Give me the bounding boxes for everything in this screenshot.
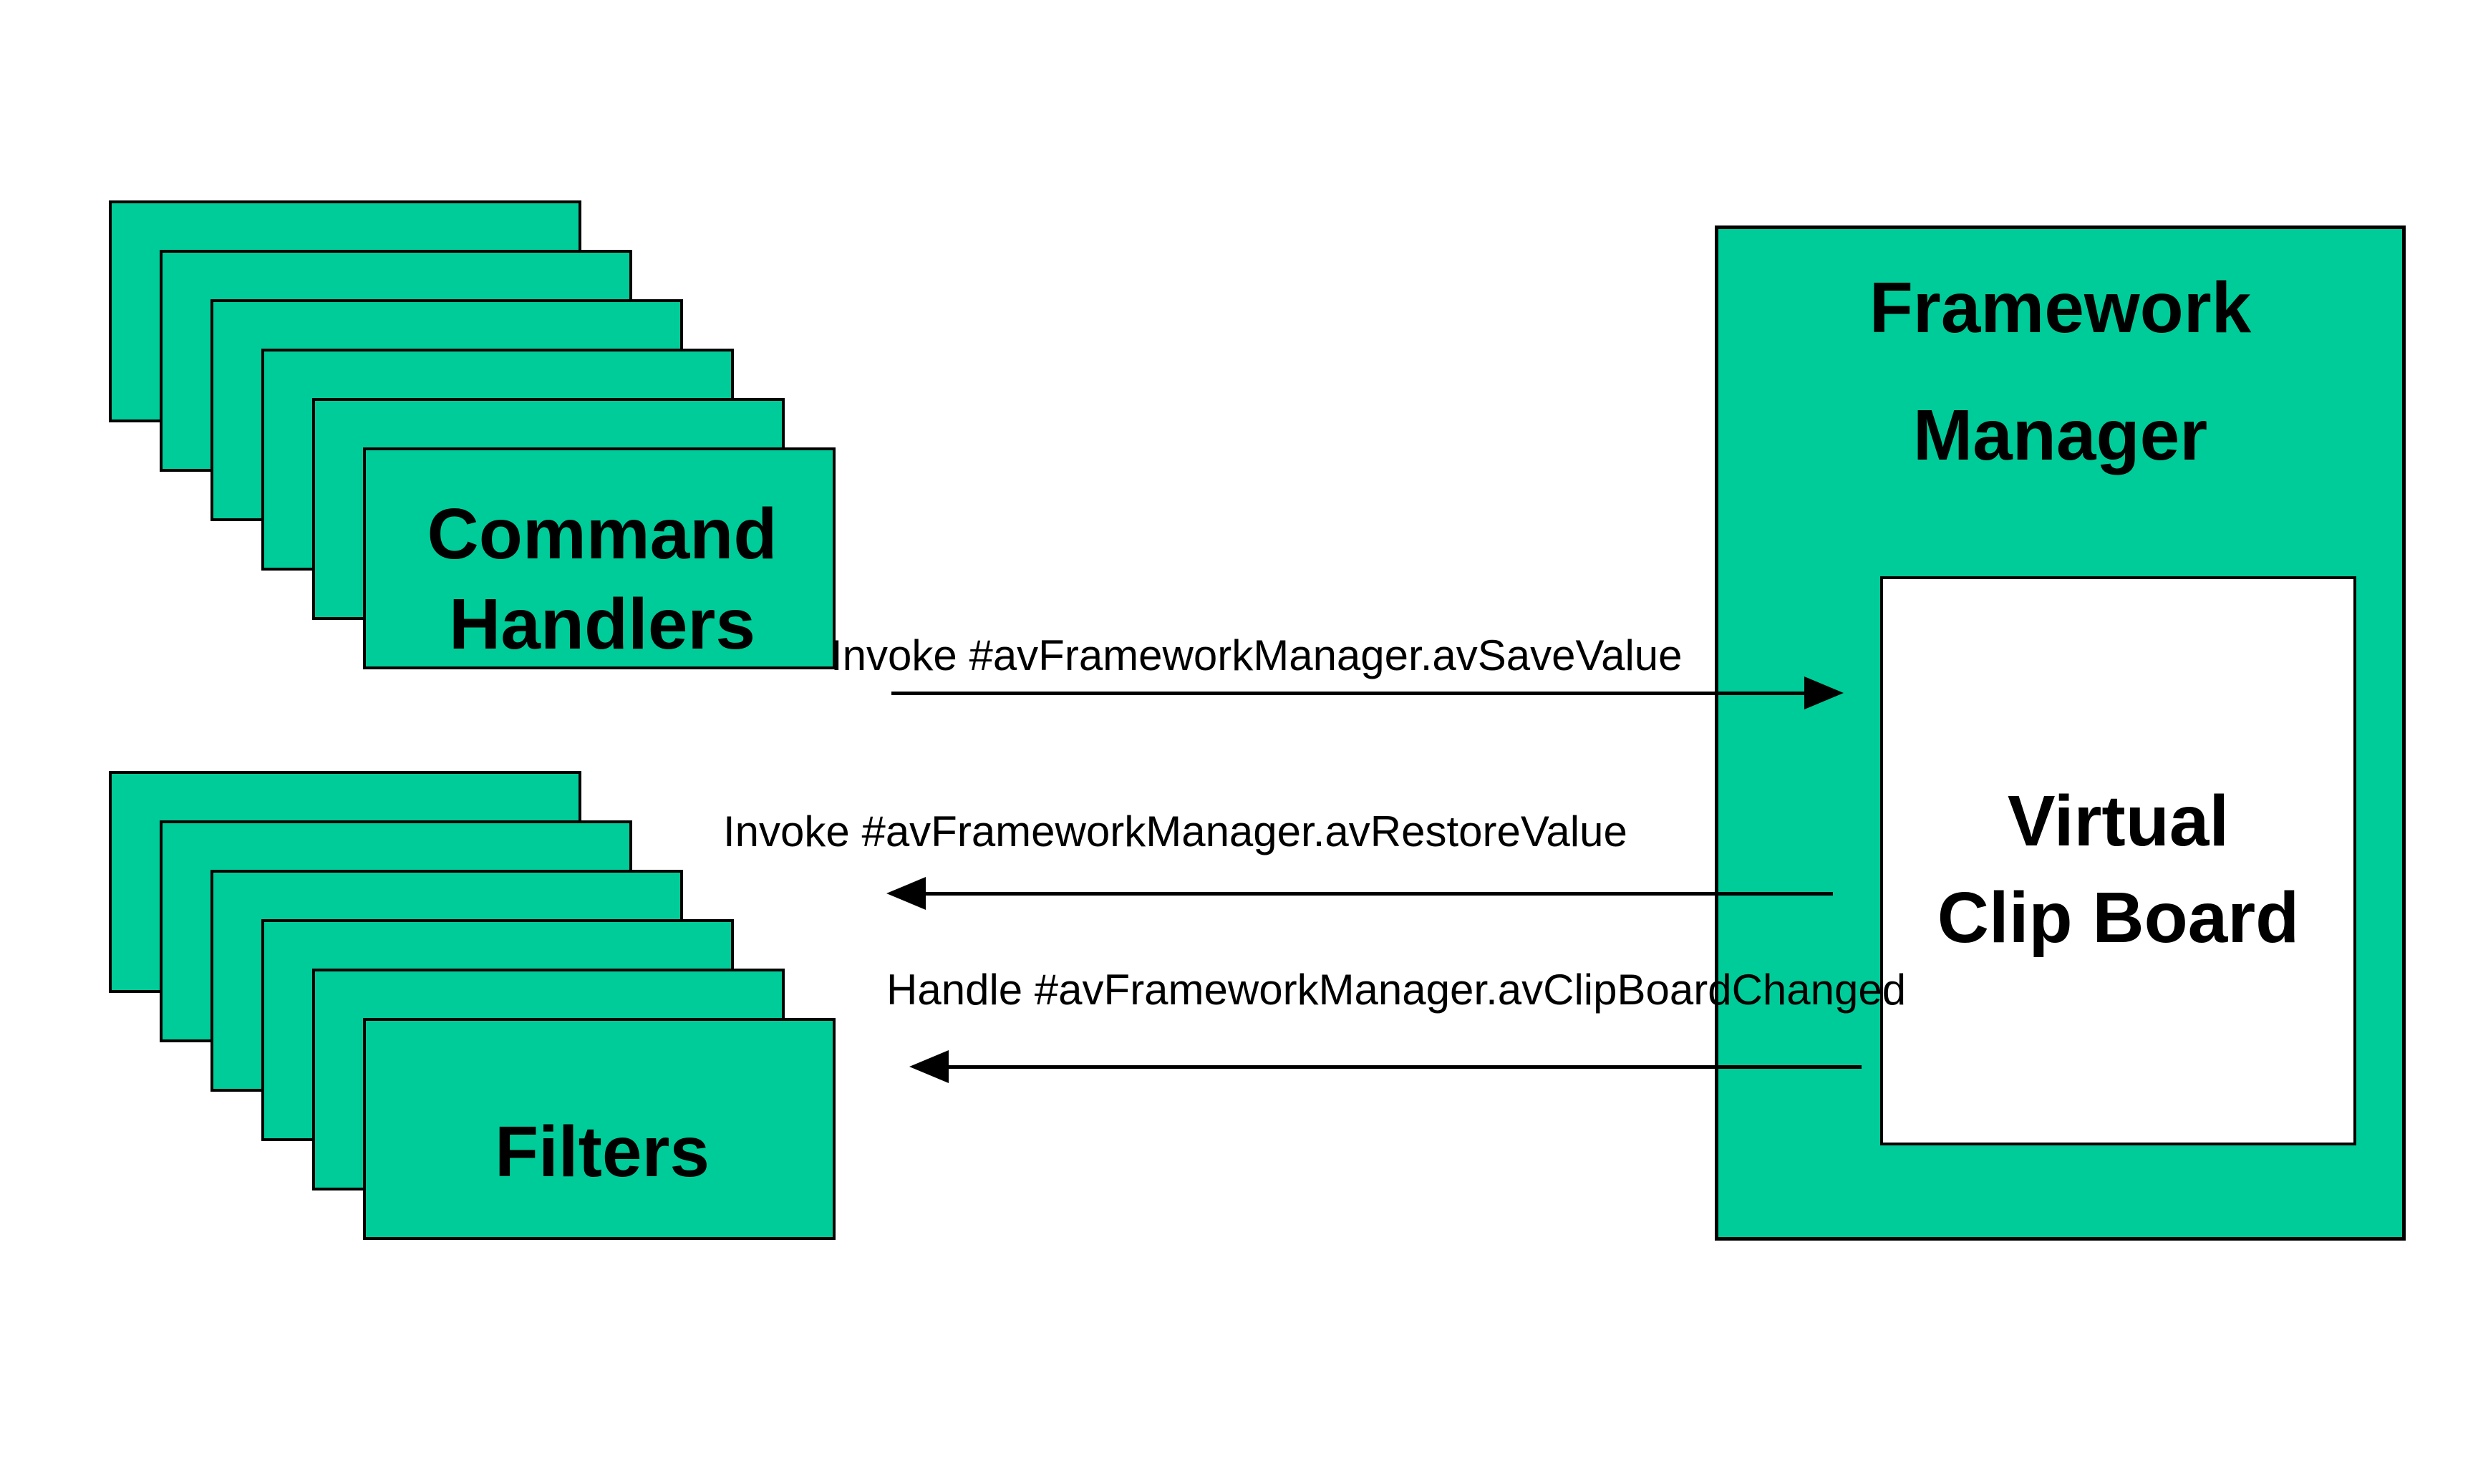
right-arrowhead-icon	[1804, 676, 1844, 709]
command-handlers-label-line2: Handlers	[449, 584, 755, 664]
filters-label: Filters	[366, 1021, 838, 1243]
left-arrowhead-icon	[886, 877, 926, 910]
virtual-clipboard-label-line2: Clip Board	[1937, 878, 2300, 958]
filters-card: Filters	[363, 1018, 836, 1240]
framework-manager-title-line1: Framework	[1869, 268, 2252, 348]
command-handlers-label-line1: Command	[427, 494, 778, 574]
filters-label-text: Filters	[494, 1111, 710, 1192]
command-handlers-label: Command Handlers	[366, 450, 838, 672]
arrow-label-save-value: Invoke #avFrameworkManager.avSaveValue	[831, 631, 1683, 679]
left-arrowhead-icon	[909, 1050, 949, 1083]
virtual-clipboard-box: Virtual Clip Board	[1880, 576, 2356, 1145]
arrow-label-restore-value: Invoke #avFrameworkManager.avRestoreValu…	[723, 808, 1627, 855]
arrow-label-clipboard-changed: Handle #avFrameworkManager.avClipBoardCh…	[886, 966, 1907, 1014]
framework-manager-title-line2: Manager	[1912, 395, 2208, 475]
arrow-clipboard-changed-line	[949, 1065, 1862, 1069]
command-handlers-card: Command Handlers	[363, 447, 836, 669]
arrow-save-value-line	[891, 692, 1804, 695]
arrow-restore-value-line	[926, 892, 1833, 896]
virtual-clipboard-label-line1: Virtual	[2007, 781, 2230, 861]
